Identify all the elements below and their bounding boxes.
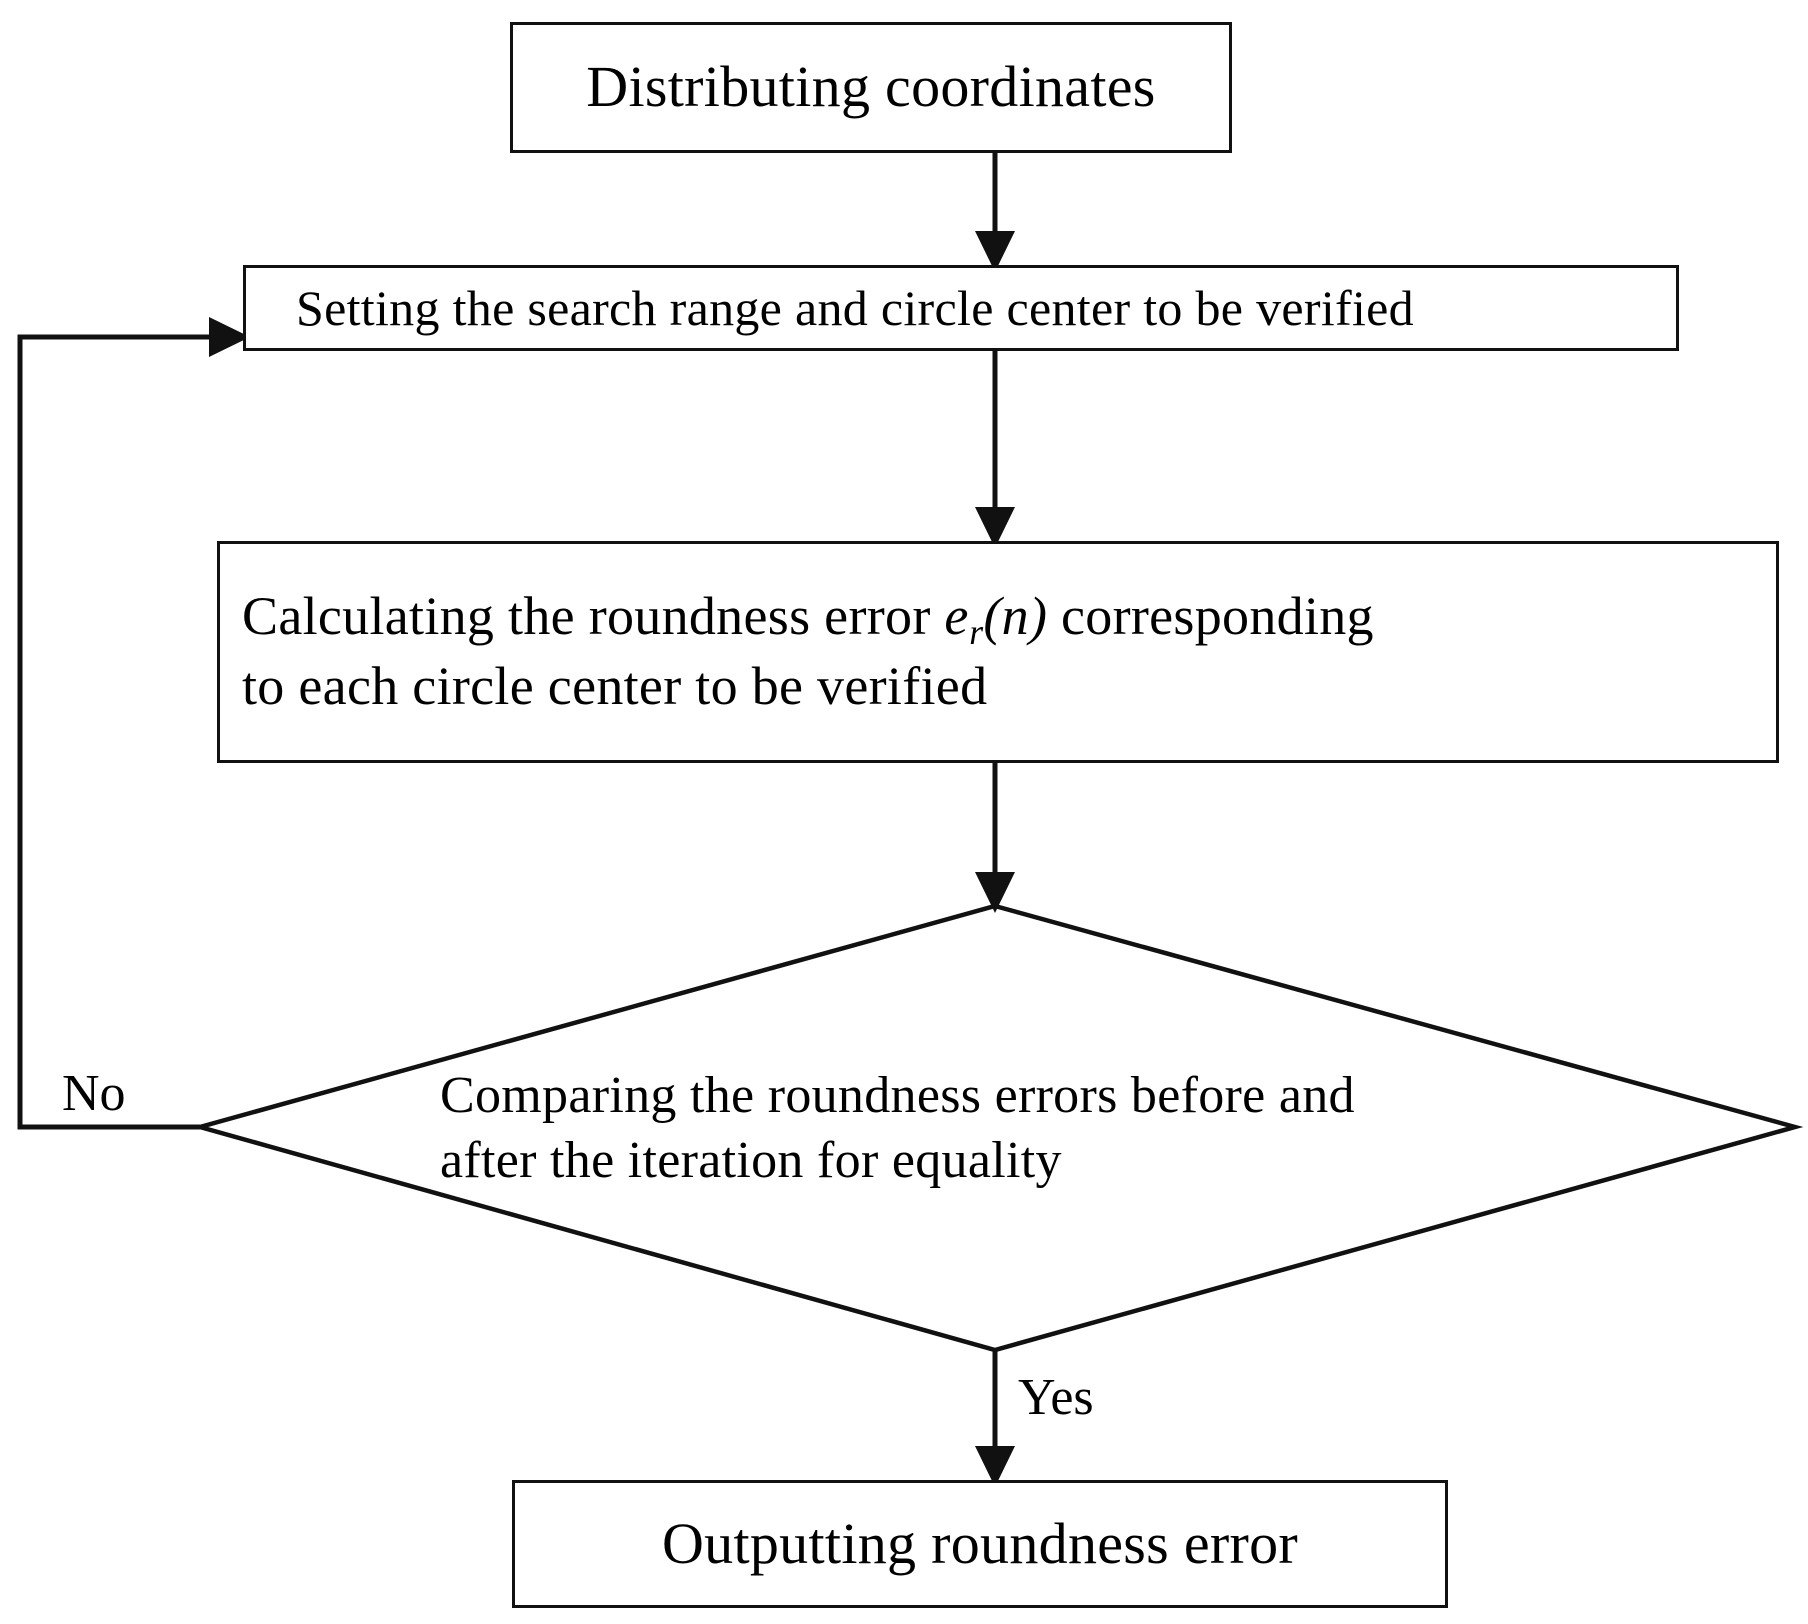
decision-line1: Comparing the roundness errors before an… <box>440 1067 1355 1125</box>
edge-label-no: No <box>62 1065 126 1122</box>
calc-formula-variable: e <box>944 585 969 646</box>
decision-line2: after the iteration for equality <box>440 1131 1062 1189</box>
node-start-label: Distributing coordinates <box>586 54 1156 120</box>
node-decision-label: Comparing the roundness errors before an… <box>440 1064 1490 1193</box>
calc-line1-before: Calculating the roundness error <box>242 585 945 646</box>
node-setting-label: Setting the search range and circle cent… <box>296 279 1414 336</box>
node-output-label: Outputting roundness error <box>661 1510 1299 1576</box>
edge-label-yes: Yes <box>1018 1369 1094 1426</box>
node-setting-search-range: Setting the search range and circle cent… <box>243 265 1679 351</box>
node-calculating-roundness-error: Calculating the roundness error er(n) co… <box>217 541 1779 763</box>
calc-formula-subscript: r <box>969 611 984 652</box>
node-comparing-roundness-errors: Comparing the roundness errors before an… <box>200 906 1796 1351</box>
edge-decision-no-feedback <box>17 317 251 1130</box>
decision-diamond-shape <box>191 903 1804 1353</box>
calc-line1-after: corresponding <box>1047 585 1374 646</box>
node-outputting-roundness-error: Outputting roundness error <box>512 1480 1448 1608</box>
node-calculate-label: Calculating the roundness error er(n) co… <box>220 584 1776 720</box>
calc-formula-argument: (n) <box>983 585 1048 646</box>
calc-line2: to each circle center to be verified <box>242 656 988 717</box>
node-distributing-coordinates: Distributing coordinates <box>510 22 1232 153</box>
